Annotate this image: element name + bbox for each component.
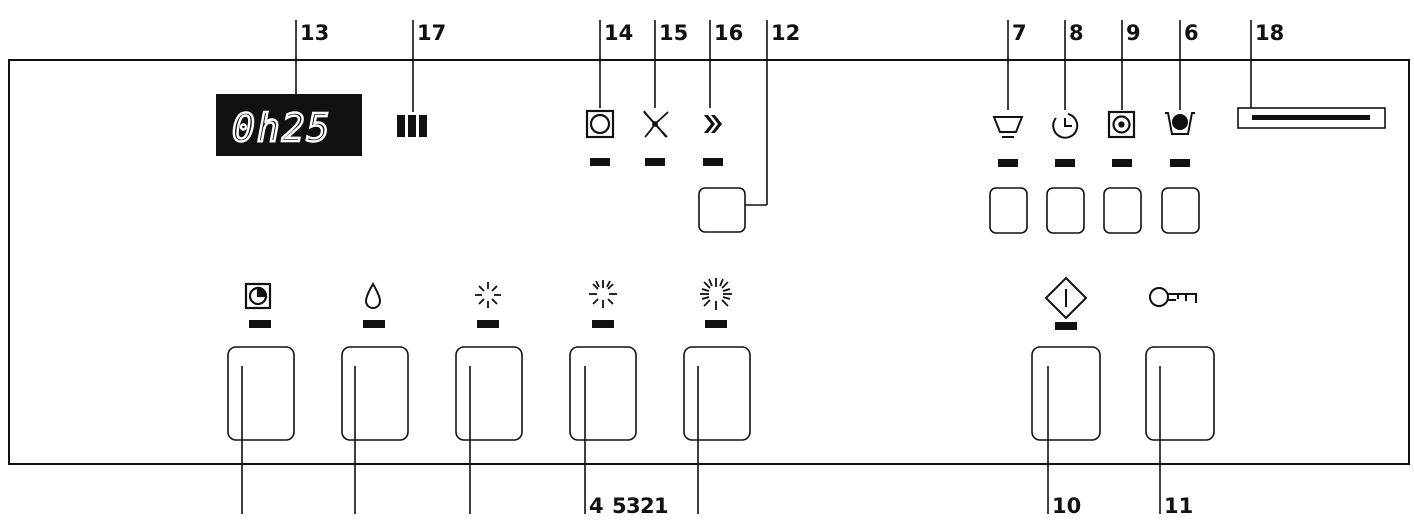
callout-3: 3: [626, 494, 641, 518]
option-button-6[interactable]: [1161, 187, 1200, 234]
callout-11: 11: [1164, 494, 1193, 518]
program-button-4[interactable]: [569, 346, 637, 441]
callout-14: 14: [604, 21, 633, 45]
clock-icon: [1052, 113, 1079, 139]
callout-16: 16: [714, 21, 743, 45]
option-button-8[interactable]: [1046, 187, 1085, 234]
callout-17: 17: [417, 21, 446, 45]
option-led-8: [1055, 159, 1075, 167]
option-button-9[interactable]: [1103, 187, 1142, 234]
program-led-3: [477, 320, 499, 328]
drop-icon: [364, 282, 382, 309]
callout-6: 6: [1184, 21, 1199, 45]
callout-4: 4: [589, 494, 604, 518]
top-leaders: [295, 20, 1252, 206]
callout-5: 5: [612, 494, 627, 518]
option-led-7: [998, 159, 1018, 167]
callout-8: 8: [1069, 21, 1084, 45]
card-slot-opening: [1252, 115, 1370, 120]
callout-2: 2: [640, 494, 655, 518]
program-led-5: [705, 320, 727, 328]
fast-forward-icon: [704, 115, 722, 133]
tub-icon: [992, 116, 1024, 138]
start-icon: [1044, 276, 1088, 320]
program-button-3[interactable]: [455, 346, 523, 441]
drum-program-icon: [244, 282, 272, 310]
indicator-led-16: [703, 158, 723, 166]
button-12[interactable]: [698, 187, 746, 233]
program-led-4: [592, 320, 614, 328]
bar-indicator-icon: [397, 115, 427, 137]
no-spin-icon: [643, 110, 669, 138]
control-panel: [8, 59, 1410, 465]
indicator-led-15: [645, 158, 665, 166]
program-led-1: [249, 320, 271, 328]
start-button[interactable]: [1031, 346, 1101, 441]
callout-1: 1: [654, 494, 669, 518]
option-led-9: [1112, 159, 1132, 167]
callout-18: 18: [1255, 21, 1284, 45]
stain-icon: [1165, 112, 1195, 135]
sparkle-medium-icon: [589, 280, 617, 308]
sparkle-small-icon: [475, 282, 501, 308]
indicator-led-14: [590, 158, 610, 166]
drum-icon: [585, 109, 615, 139]
bottom-leaders: [241, 366, 1161, 514]
sparkle-large-icon: [700, 278, 732, 310]
program-button-5[interactable]: [683, 346, 751, 441]
program-led-2: [363, 320, 385, 328]
key-button[interactable]: [1145, 346, 1215, 441]
callout-9: 9: [1126, 21, 1141, 45]
callout-12: 12: [771, 21, 800, 45]
callout-7: 7: [1012, 21, 1027, 45]
time-display: [216, 94, 362, 156]
program-button-1[interactable]: [227, 346, 295, 441]
program-button-2[interactable]: [341, 346, 409, 441]
key-icon: [1149, 287, 1197, 307]
callout-13: 13: [300, 21, 329, 45]
callout-10: 10: [1052, 494, 1081, 518]
start-led: [1055, 322, 1077, 330]
callout-15: 15: [659, 21, 688, 45]
option-button-7[interactable]: [989, 187, 1028, 234]
time-display-readout: 0h25: [232, 106, 332, 150]
option-led-6: [1170, 159, 1190, 167]
drum-dot-icon: [1107, 110, 1136, 139]
